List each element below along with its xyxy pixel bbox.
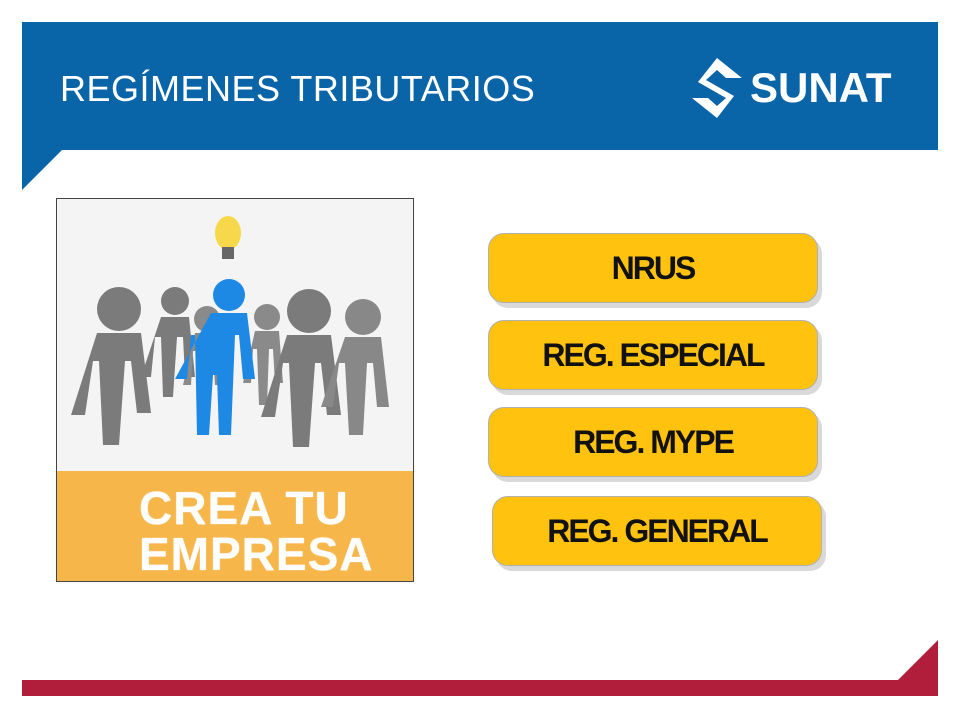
sunat-logo: SUNAT [686, 56, 916, 120]
header-bar [22, 22, 938, 150]
footer-triangle [898, 640, 938, 680]
reg-mype-label: REG. MYPE [573, 423, 735, 460]
nrus-button[interactable]: NRUS [488, 233, 818, 303]
lightbulb-icon [215, 216, 241, 259]
page-title: REGÍMENES TRIBUTARIOS [60, 68, 536, 109]
crea-tu-empresa-image: CREA TU EMPRESA [56, 198, 414, 582]
banner-line-2: EMPRESA [139, 528, 374, 580]
header-notch [22, 150, 62, 190]
reg-especial-button[interactable]: REG. ESPECIAL [488, 320, 818, 390]
reg-general-button[interactable]: REG. GENERAL [492, 496, 822, 566]
people-group-icon [57, 199, 413, 471]
sunat-s-logo-icon [692, 58, 742, 118]
reg-especial-label: REG. ESPECIAL [542, 336, 765, 373]
banner-line-1: CREA TU [139, 482, 349, 534]
reg-general-label: REG. GENERAL [547, 512, 769, 549]
reg-mype-button[interactable]: REG. MYPE [488, 407, 818, 477]
logo-text: SUNAT [750, 64, 892, 111]
footer-bar [22, 680, 938, 696]
crea-tu-empresa-banner: CREA TU EMPRESA [57, 471, 413, 581]
nrus-label: NRUS [611, 249, 697, 286]
